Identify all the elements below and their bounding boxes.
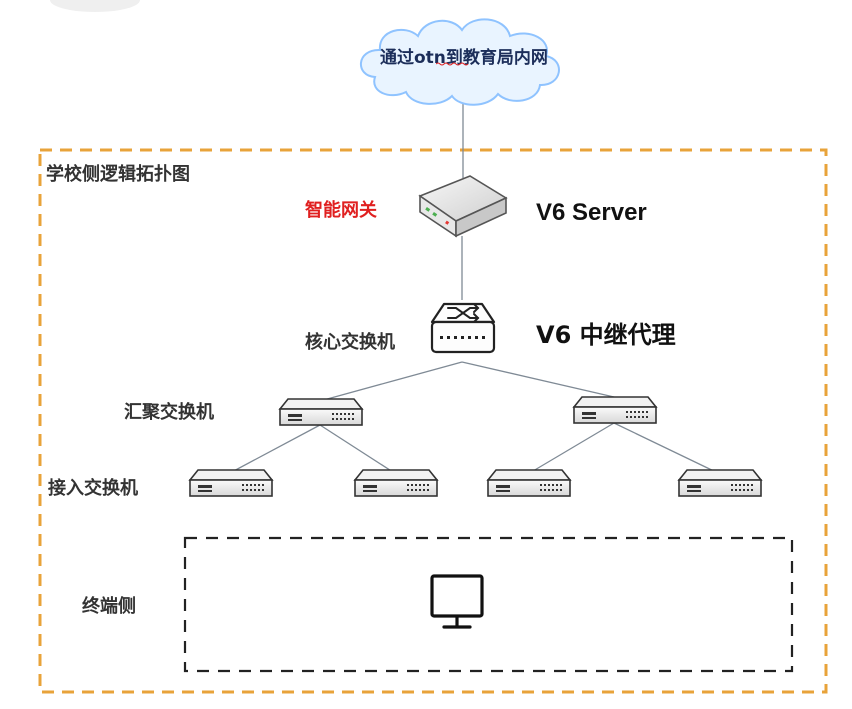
link-agg-right-access-4 bbox=[613, 422, 721, 475]
link-core-agg-left bbox=[319, 361, 463, 402]
shuffle-arrows-icon bbox=[447, 303, 480, 323]
core-switch-label: 核心交换机 bbox=[305, 332, 395, 353]
gateway-label: 智能网关 bbox=[305, 200, 377, 221]
aggregation-switch-right-icon bbox=[572, 396, 658, 424]
link-agg-right-access-3 bbox=[527, 422, 615, 475]
link-core-agg-right bbox=[461, 361, 615, 398]
gateway-role-label: V6 Server bbox=[536, 199, 647, 226]
terminal-zone-border bbox=[183, 536, 794, 673]
access-switch-label: 接入交换机 bbox=[48, 478, 138, 499]
cloud-icon bbox=[359, 18, 560, 106]
link-agg-left-access-2 bbox=[319, 424, 397, 475]
school-region-border bbox=[38, 148, 828, 694]
core-switch-icon bbox=[430, 302, 496, 354]
monitor-icon bbox=[430, 574, 484, 629]
school-region-title: 学校侧逻辑拓扑图 bbox=[46, 164, 190, 185]
cloud-label: 通过otn到教育局内网 bbox=[380, 48, 548, 68]
access-switch-1-icon bbox=[188, 469, 274, 497]
background-smudge bbox=[50, 0, 140, 12]
core-switch-role-label: V6 中继代理 bbox=[536, 321, 676, 349]
terminal-zone-label: 终端侧 bbox=[82, 596, 136, 617]
aggregation-switch-label: 汇聚交换机 bbox=[124, 402, 214, 423]
access-switch-2-icon bbox=[353, 469, 439, 497]
link-lines bbox=[229, 96, 721, 475]
spellcheck-underline bbox=[436, 62, 469, 66]
gateway-device-icon bbox=[418, 175, 508, 238]
link-agg-left-access-1 bbox=[229, 424, 321, 474]
access-switch-3-icon bbox=[486, 469, 572, 497]
aggregation-switch-left-icon bbox=[278, 398, 364, 426]
access-switch-4-icon bbox=[677, 469, 763, 497]
